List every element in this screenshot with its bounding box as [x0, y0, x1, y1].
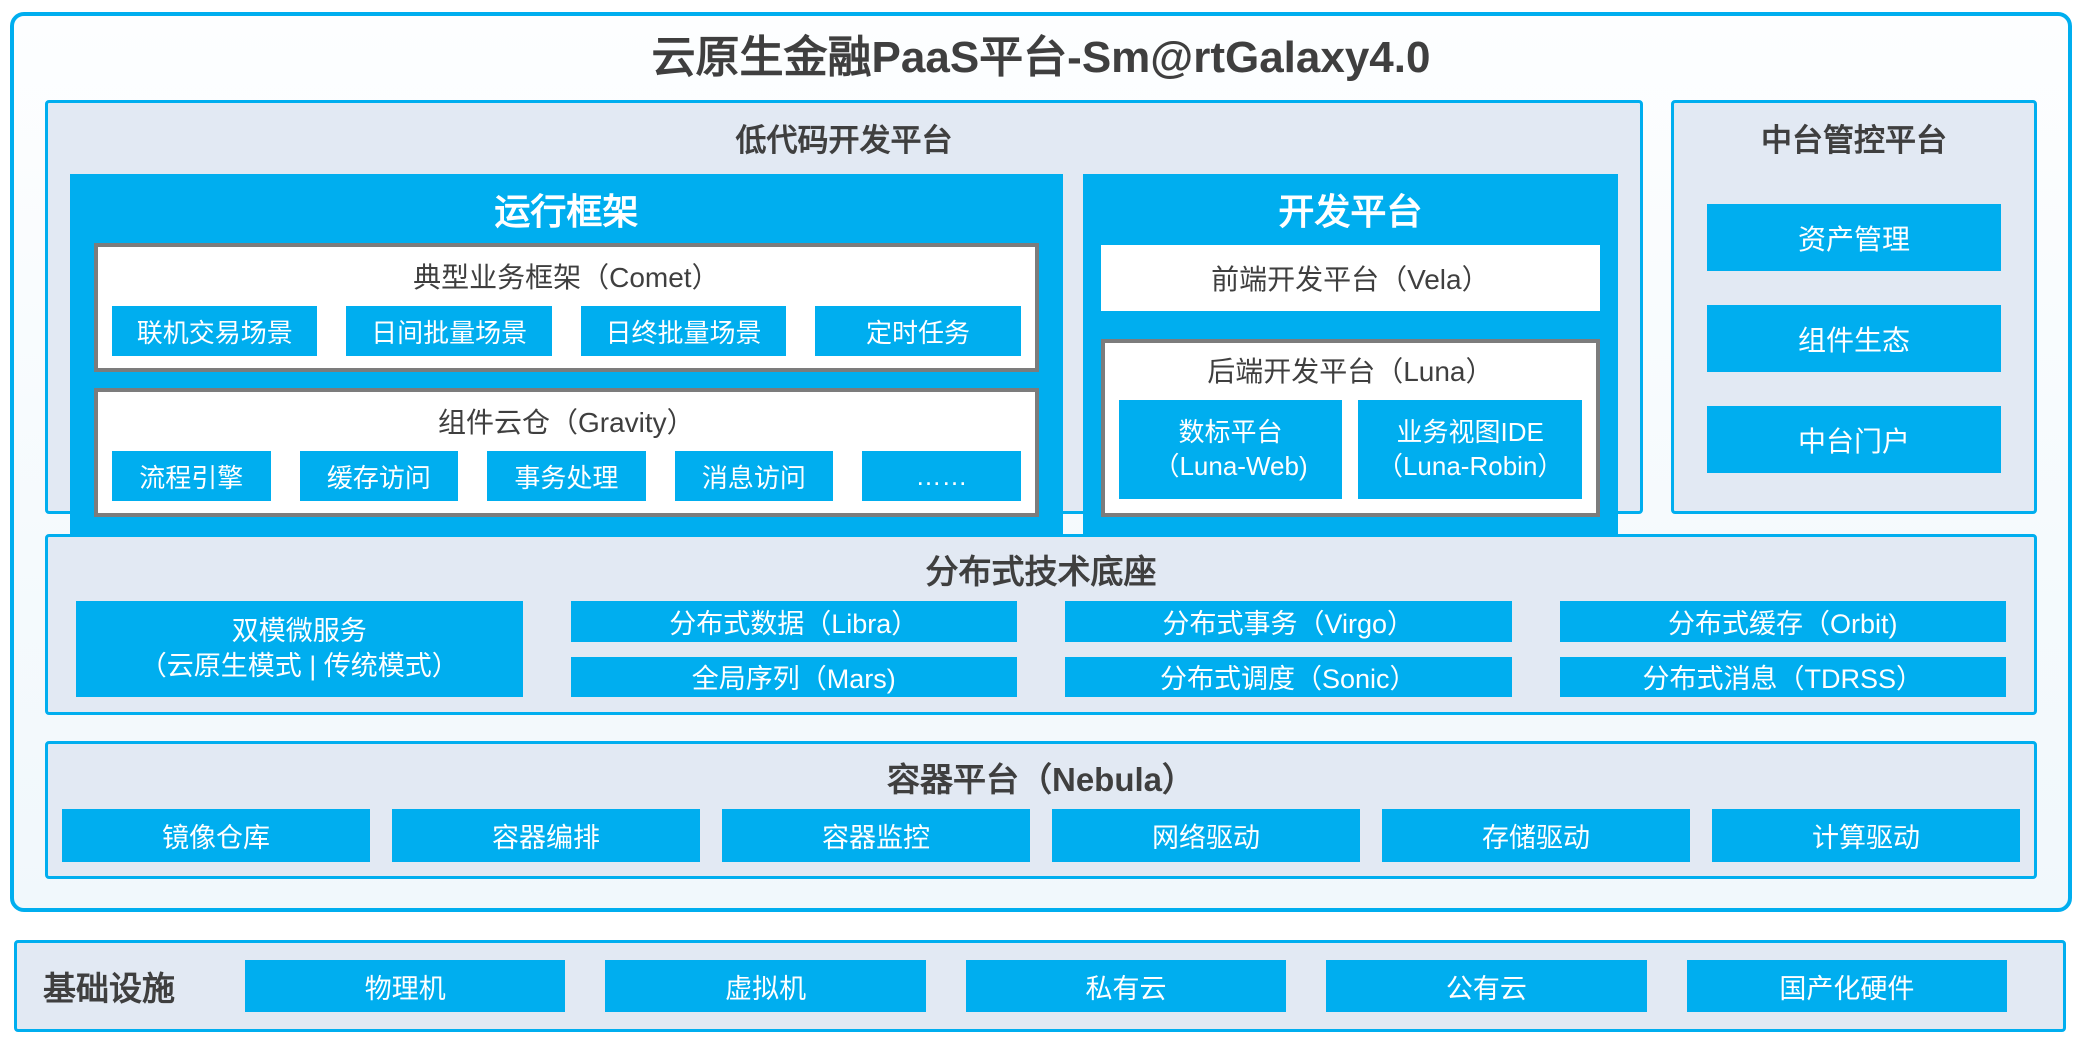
comet-framework-box: 典型业务框架（Comet） 联机交易场景 日间批量场景 日终批量场景 定时任务 — [94, 243, 1039, 372]
luna-items-row: 数标平台 （Luna-Web) 业务视图IDE （Luna-Robin） — [1118, 400, 1583, 499]
gravity-item-transaction-processing: 事务处理 — [487, 451, 646, 501]
gravity-warehouse-title: 组件云仓（Gravity） — [438, 407, 695, 438]
distributed-col-1: 分布式数据（Libra） 全局序列（Mars) — [570, 601, 1017, 697]
panel-runtime-framework: 运行框架 典型业务框架（Comet） 联机交易场景 日间批量场景 日终批量场景 … — [70, 174, 1063, 535]
container-item-compute-driver: 计算驱动 — [1712, 809, 2020, 862]
panel-middle-platform-control: 中台管控平台 资产管理 组件生态 中台门户 — [1671, 100, 2037, 514]
page-title: 云原生金融PaaS平台-Sm@rtGalaxy4.0 — [651, 33, 1431, 82]
luna-web-line2: （Luna-Web) — [1153, 450, 1308, 481]
luna-robin-line2: （Luna-Robin） — [1376, 450, 1564, 481]
gravity-item-ellipsis: …… — [862, 451, 1021, 501]
vela-frontend-box: 前端开发平台（Vela） — [1100, 245, 1600, 311]
infra-item-public-cloud: 公有云 — [1326, 960, 1647, 1012]
luna-backend-box: 后端开发平台（Luna） 数标平台 （Luna-Web) 业务视图IDE （Lu… — [1100, 339, 1600, 517]
luna-backend-title: 后端开发平台（Luna） — [1207, 356, 1494, 387]
container-platform-title: 容器平台（Nebula） — [886, 761, 1196, 798]
container-item-network-driver: 网络驱动 — [1052, 809, 1360, 862]
infra-item-domestic-hardware: 国产化硬件 — [1686, 960, 2008, 1012]
main-frame: 云原生金融PaaS平台-Sm@rtGalaxy4.0 低代码开发平台 运行框架 … — [10, 12, 2072, 912]
luna-web-line1: 数标平台 — [1178, 416, 1283, 447]
container-item-orchestration: 容器编排 — [392, 809, 700, 862]
container-item-image-registry: 镜像仓库 — [62, 809, 370, 862]
middle-platform-items: 资产管理 组件生态 中台门户 — [1707, 204, 2001, 473]
infra-item-private-cloud: 私有云 — [965, 960, 1287, 1012]
distributed-col-3: 分布式缓存（Orbit) 分布式消息（TDRSS） — [1559, 601, 2006, 697]
top-row: 低代码开发平台 运行框架 典型业务框架（Comet） 联机交易场景 日间批量场景… — [45, 100, 2037, 535]
dev-platform-title: 开发平台 — [1278, 191, 1423, 232]
dual-mode-microservice-box: 双模微服务 （云原生模式 | 传统模式） — [76, 601, 523, 697]
dist-item-data-libra: 分布式数据（Libra） — [570, 601, 1017, 642]
dual-mode-line2: （云原生模式 | 传统模式） — [139, 651, 459, 681]
dist-item-cache-orbit: 分布式缓存（Orbit) — [1559, 601, 2006, 642]
luna-item-web-platform: 数标平台 （Luna-Web) — [1118, 400, 1343, 499]
dist-item-message-tdrss: 分布式消息（TDRSS） — [1559, 656, 2006, 697]
middle-platform-title: 中台管控平台 — [1761, 123, 1947, 158]
comet-item-daytime-batch: 日间批量场景 — [346, 306, 552, 356]
distributed-base-title: 分布式技术底座 — [925, 553, 1157, 590]
panel-dev-platform: 开发平台 前端开发平台（Vela） 后端开发平台（Luna） 数标平台 （Lun… — [1082, 174, 1618, 535]
dist-item-sequence-mars: 全局序列（Mars) — [570, 656, 1017, 697]
gravity-warehouse-box: 组件云仓（Gravity） 流程引擎 缓存访问 事务处理 消息访问 …… — [94, 388, 1039, 517]
mid-item-asset-management: 资产管理 — [1707, 204, 2001, 271]
mid-item-component-ecosystem: 组件生态 — [1707, 305, 2001, 372]
container-item-monitoring: 容器监控 — [722, 809, 1030, 862]
luna-robin-line1: 业务视图IDE — [1396, 416, 1544, 447]
gravity-item-process-engine: 流程引擎 — [112, 451, 271, 501]
container-items-row: 镜像仓库 容器编排 容器监控 网络驱动 存储驱动 计算驱动 — [48, 807, 2034, 876]
distributed-col-2: 分布式事务（Virgo） 分布式调度（Sonic） — [1065, 601, 1512, 697]
low-code-body: 运行框架 典型业务框架（Comet） 联机交易场景 日间批量场景 日终批量场景 … — [48, 170, 1640, 555]
dist-item-scheduling-sonic: 分布式调度（Sonic） — [1065, 656, 1512, 697]
low-code-platform-title: 低代码开发平台 — [735, 123, 953, 158]
comet-items-row: 联机交易场景 日间批量场景 日终批量场景 定时任务 — [112, 306, 1021, 356]
dist-item-transaction-virgo: 分布式事务（Virgo） — [1065, 601, 1512, 642]
dual-mode-line1: 双模微服务 — [231, 615, 367, 646]
infrastructure-title: 基础设施 — [43, 970, 175, 1007]
comet-item-eod-batch: 日终批量场景 — [580, 306, 787, 356]
panel-low-code-platform: 低代码开发平台 运行框架 典型业务框架（Comet） 联机交易场景 日间批量场景… — [45, 100, 1643, 535]
container-item-storage-driver: 存储驱动 — [1382, 809, 1690, 862]
infra-item-virtual-machine: 虚拟机 — [605, 960, 926, 1012]
comet-item-online-trading: 联机交易场景 — [112, 306, 318, 356]
gravity-items-row: 流程引擎 缓存访问 事务处理 消息访问 …… — [112, 451, 1021, 501]
luna-item-robin-ide: 业务视图IDE （Luna-Robin） — [1358, 400, 1583, 499]
infra-item-physical-machine: 物理机 — [245, 960, 566, 1012]
gravity-item-message-access: 消息访问 — [674, 451, 834, 501]
comet-item-scheduled-task: 定时任务 — [815, 306, 1021, 356]
runtime-framework-title: 运行框架 — [494, 191, 639, 232]
panel-distributed-tech-base: 分布式技术底座 双模微服务 （云原生模式 | 传统模式） 分布式数据（Libra… — [45, 534, 2037, 715]
panel-container-platform: 容器平台（Nebula） 镜像仓库 容器编排 容器监控 网络驱动 存储驱动 计算… — [45, 741, 2037, 879]
distributed-grid: 双模微服务 （云原生模式 | 传统模式） 分布式数据（Libra） 全局序列（M… — [48, 599, 2034, 712]
comet-framework-title: 典型业务框架（Comet） — [413, 262, 720, 293]
panel-infrastructure: 基础设施 物理机 虚拟机 私有云 公有云 国产化硬件 — [14, 940, 2066, 1032]
mid-item-middle-platform-portal: 中台门户 — [1707, 406, 2001, 473]
gravity-item-cache-access: 缓存访问 — [299, 451, 459, 501]
